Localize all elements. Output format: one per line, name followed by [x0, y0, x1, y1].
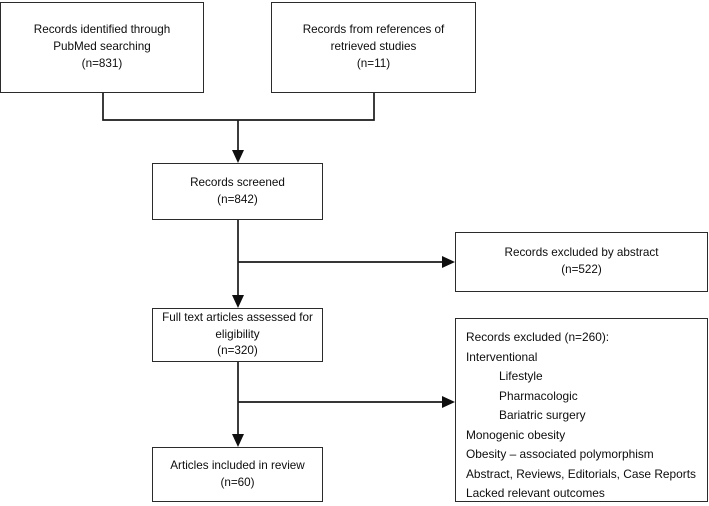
- node-records-excluded-full-text: Records excluded (n=260): Interventional…: [455, 318, 708, 502]
- node-records-excluded-full-text-text: Records excluded (n=260): Interventional…: [466, 330, 696, 501]
- arrowhead-screened-to-fulltext: [232, 295, 244, 308]
- node-records-screened: Records screened (n=842): [152, 163, 323, 220]
- node-records-from-references: Records from references of retrieved stu…: [271, 2, 476, 93]
- node-records-from-references-text: Records from references of retrieved stu…: [302, 23, 445, 70]
- connector-references-to-merge: [238, 93, 375, 121]
- node-records-excluded-by-abstract: Records excluded by abstract (n=522): [455, 232, 708, 292]
- arrowhead-excluded-fulltext: [442, 396, 455, 408]
- node-records-identified-pubmed-text: Records identified through PubMed search…: [33, 23, 171, 70]
- arrowhead-excluded-abstract: [442, 256, 455, 268]
- node-full-text-assessed-text: Full text articles assessed for eligibil…: [162, 310, 313, 358]
- node-records-screened-text: Records screened (n=842): [190, 175, 285, 206]
- node-records-excluded-by-abstract-text: Records excluded by abstract (n=522): [504, 246, 659, 276]
- arrowhead-fulltext-to-included: [232, 434, 244, 447]
- connector-pubmed-to-merge: [102, 93, 238, 121]
- node-articles-included-in-review: Articles included in review (n=60): [152, 447, 323, 502]
- arrowhead-merge-to-screened: [232, 150, 244, 163]
- node-full-text-assessed: Full text articles assessed for eligibil…: [152, 308, 323, 362]
- node-records-identified-pubmed: Records identified through PubMed search…: [0, 2, 204, 93]
- node-articles-included-in-review-text: Articles included in review (n=60): [170, 458, 305, 489]
